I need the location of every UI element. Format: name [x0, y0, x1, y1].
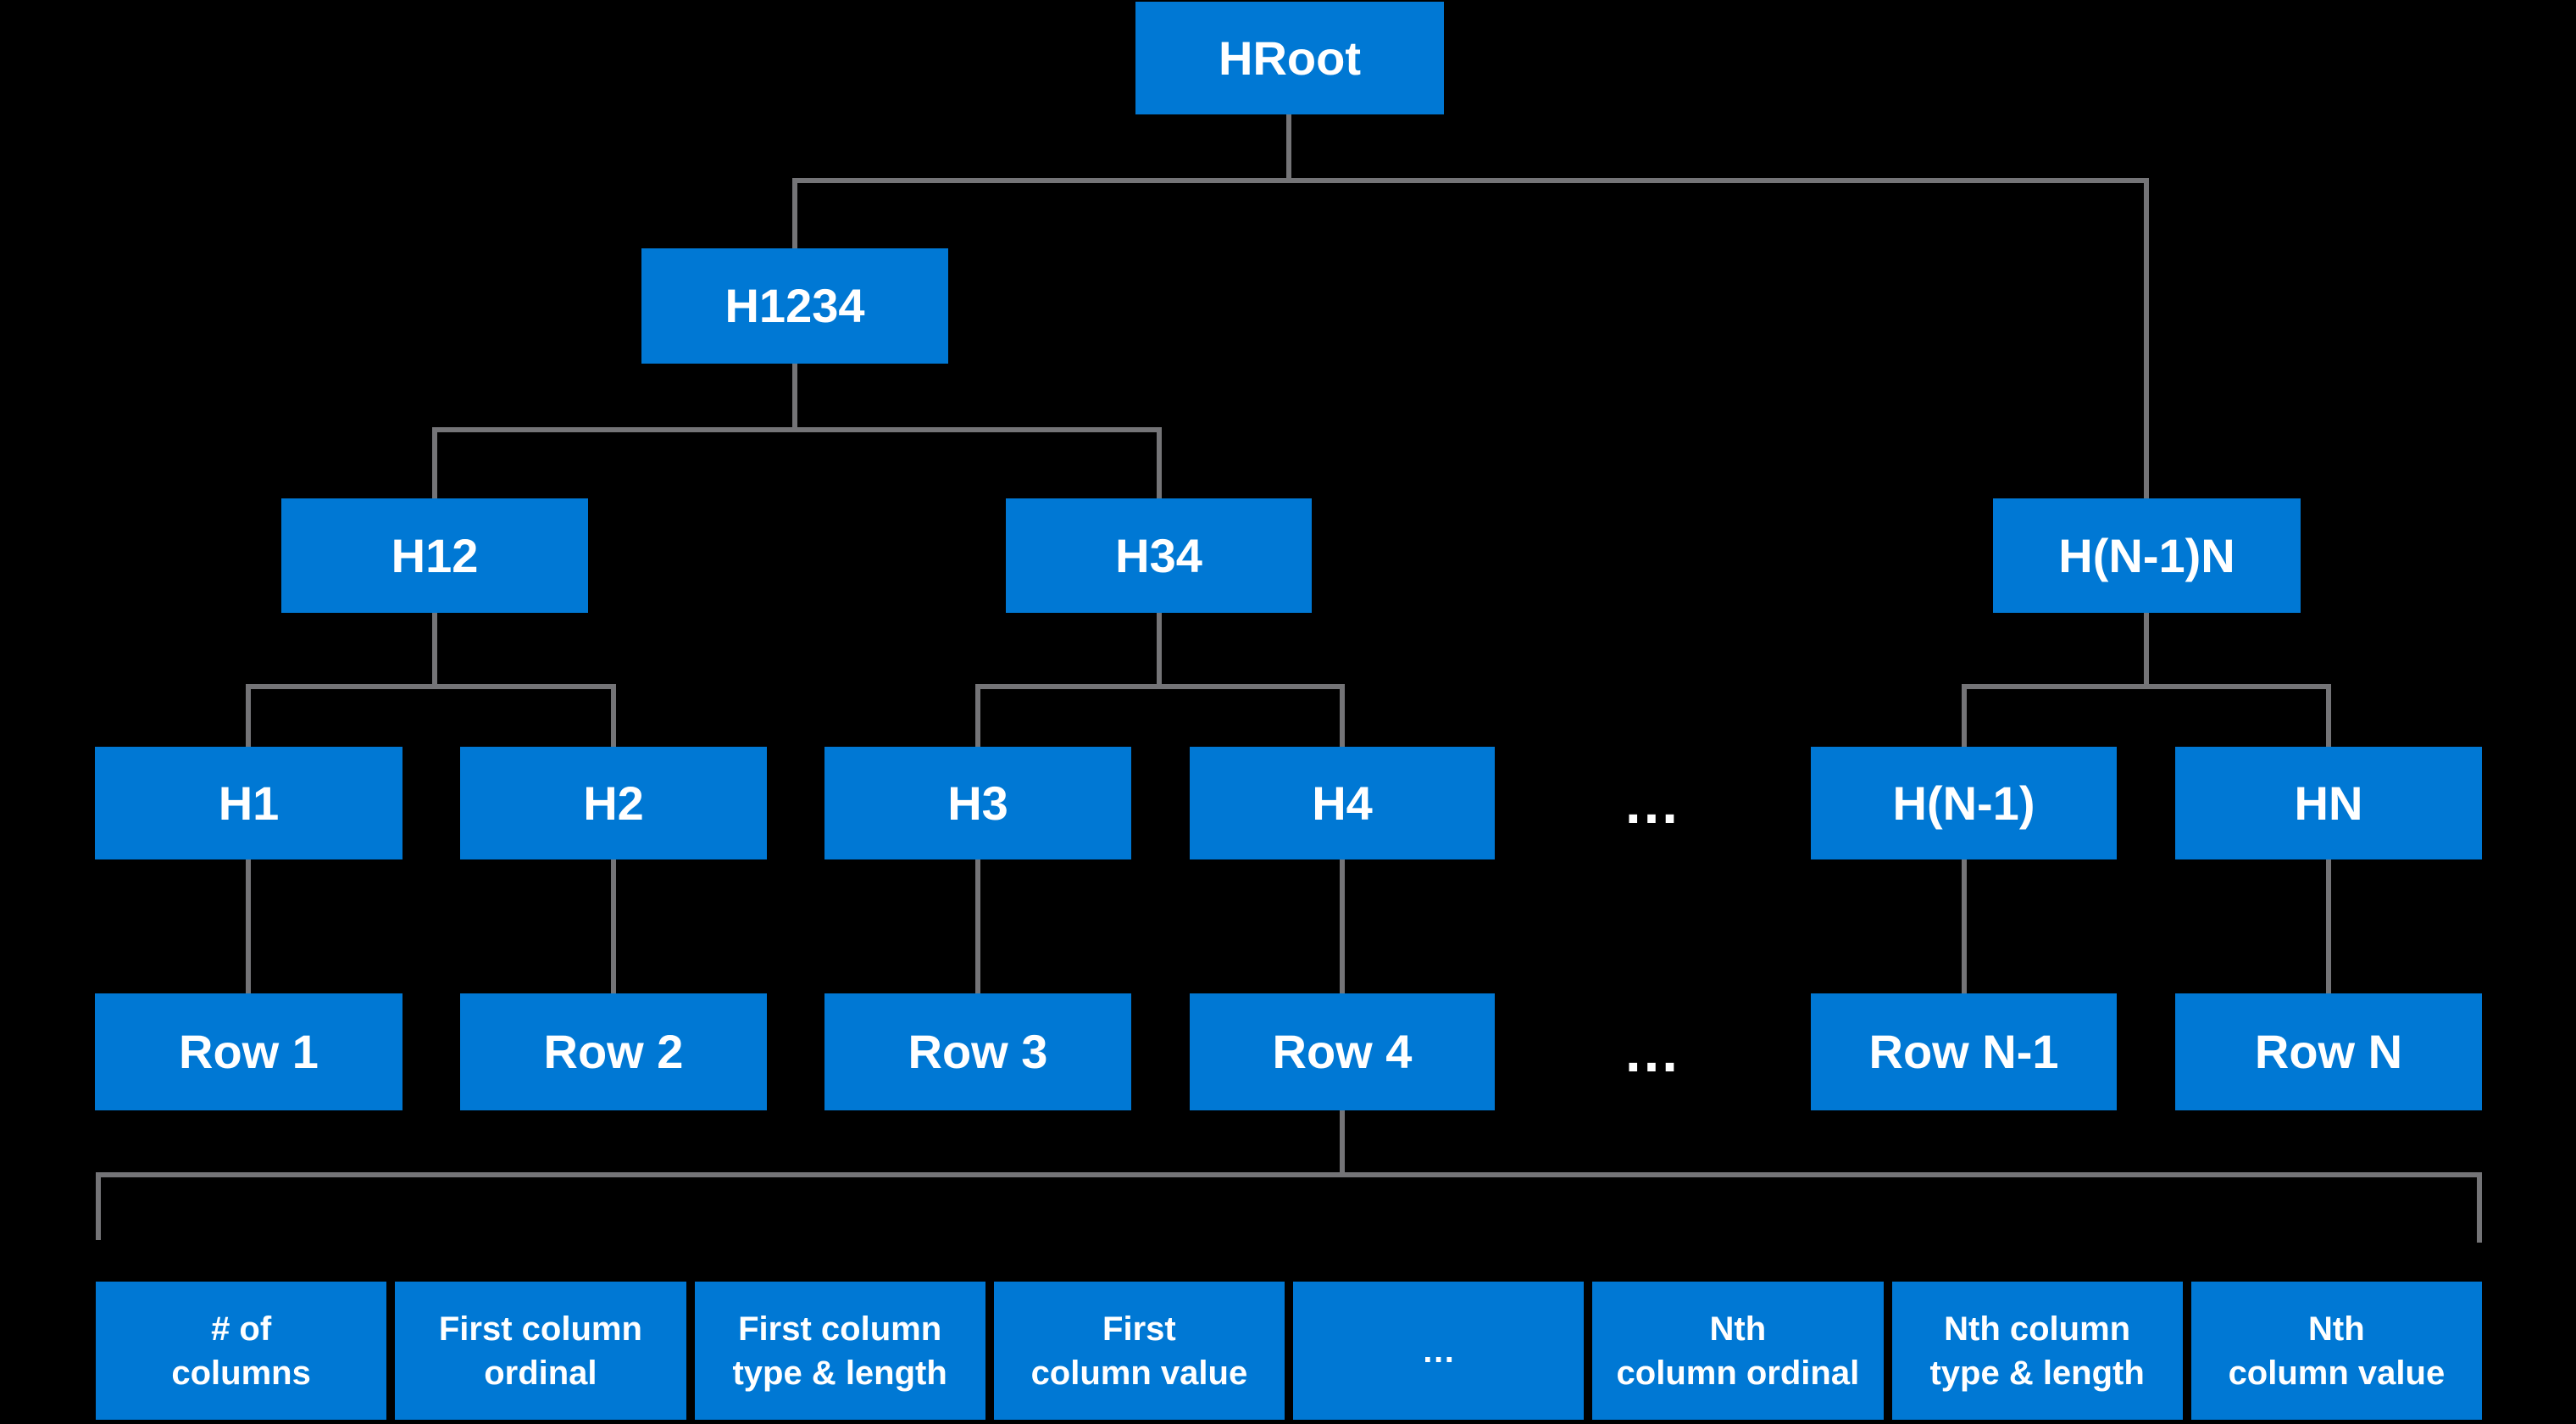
record-cell-line: First column [438, 1310, 642, 1348]
node-h1: H1 [95, 747, 402, 859]
connector-h34-drop [1157, 427, 1162, 498]
node-row-4: Row 4 [1190, 993, 1495, 1110]
connector-h1234-drop [792, 178, 797, 248]
node-h34: H34 [1006, 498, 1312, 613]
record-fields-row: # of columns First column ordinal First … [96, 1282, 2482, 1420]
node-h(n-1): H(N-1) [1811, 747, 2117, 859]
connector-h12-stem [432, 613, 437, 687]
node-row-1: Row 1 [95, 993, 402, 1110]
record-cell-nth-column-type-length: Nth column type & length [1891, 1282, 2183, 1420]
connector-h2-drop [611, 684, 616, 747]
node-h4: H4 [1190, 747, 1495, 859]
record-cell-ellipsis: … [1293, 1282, 1585, 1420]
node-row-n-1: Row N-1 [1811, 993, 2117, 1110]
record-cell-line: First [1102, 1310, 1176, 1348]
connector-h1-drop [246, 684, 251, 747]
connector-hn1-rown1 [1962, 859, 1967, 993]
connector-hn1n-stem [2144, 613, 2149, 687]
connector-h2-row2 [611, 859, 616, 993]
connector-level1-horizontal [792, 178, 2149, 183]
record-cell-first-column-type-length: First column type & length [694, 1282, 985, 1420]
connector-h1234-stem [792, 364, 797, 432]
connector-hn1n-drop [2144, 178, 2149, 498]
connector-h3-row3 [975, 859, 980, 993]
connector-h34-stem [1157, 613, 1162, 687]
node-row-2: Row 2 [460, 993, 767, 1110]
connector-h1234-children-horizontal [432, 427, 1162, 432]
node-row-n: Row N [2175, 993, 2482, 1110]
record-cell-first-column-value: First column value [993, 1282, 1285, 1420]
record-cell-line: columns [171, 1354, 311, 1392]
node-h2: H2 [460, 747, 767, 859]
connector-hn1-drop [1962, 684, 1967, 747]
node-hn: HN [2175, 747, 2482, 859]
connector-record-bracket-left-drop [96, 1172, 101, 1240]
connector-h12-drop [432, 427, 437, 498]
record-cell-num-columns: # of columns [96, 1282, 387, 1420]
connector-h12-children-horizontal [246, 684, 616, 689]
connector-hn-rown [2326, 859, 2331, 993]
record-cell-line: # of [211, 1310, 272, 1348]
node-row-3: Row 3 [824, 993, 1131, 1110]
connector-hn-drop [2326, 684, 2331, 747]
record-cell-line: … [1421, 1332, 1456, 1370]
node-h(n-1)n: H(N-1)N [1993, 498, 2301, 613]
connector-record-bracket-right-drop [2477, 1172, 2482, 1243]
record-cell-line: ordinal [484, 1354, 597, 1392]
record-cell-nth-column-ordinal: Nth column ordinal [1592, 1282, 1884, 1420]
connector-h3-drop [975, 684, 980, 747]
connector-h4-row4 [1340, 859, 1345, 993]
connector-row4-stem [1340, 1110, 1345, 1177]
connector-h34-children-horizontal [975, 684, 1345, 689]
record-cell-line: type & length [1929, 1354, 2145, 1392]
h-level-ellipsis: … [1623, 770, 1680, 836]
record-cell-line: Nth column [1944, 1310, 2131, 1348]
connector-hn1n-children-horizontal [1962, 684, 2331, 689]
record-cell-line: Nth [2308, 1310, 2365, 1348]
record-cell-line: Nth [1709, 1310, 1767, 1348]
record-cell-line: column ordinal [1616, 1354, 1860, 1392]
node-h3: H3 [824, 747, 1131, 859]
record-cell-line: column value [1030, 1354, 1248, 1392]
row-level-ellipsis: … [1623, 1020, 1680, 1084]
record-cell-line: First column [738, 1310, 942, 1348]
connector-h4-drop [1340, 684, 1345, 747]
node-hroot: HRoot [1135, 2, 1444, 114]
record-cell-line: column value [2228, 1354, 2446, 1392]
connector-hroot-stem [1286, 114, 1291, 183]
connector-record-bracket-horizontal [96, 1172, 2482, 1177]
node-h1234: H1234 [641, 248, 948, 364]
node-h12: H12 [281, 498, 588, 613]
record-cell-nth-column-value: Nth column value [2190, 1282, 2482, 1420]
connector-h1-row1 [246, 859, 251, 993]
record-cell-line: type & length [732, 1354, 947, 1392]
record-cell-first-column-ordinal: First column ordinal [395, 1282, 686, 1420]
